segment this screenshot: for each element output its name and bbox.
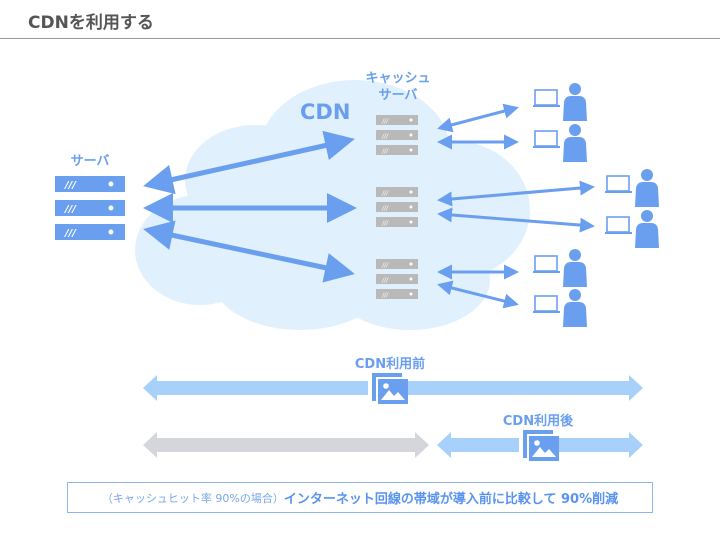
user-with-laptop xyxy=(533,83,587,121)
user-with-laptop xyxy=(605,210,659,248)
laptop-icon xyxy=(533,130,560,148)
svg-text:///: /// xyxy=(64,204,77,215)
cache-server-icon: /// /// /// xyxy=(376,187,418,227)
svg-text:///: /// xyxy=(381,220,389,227)
user-with-laptop xyxy=(533,289,587,327)
user-icon xyxy=(563,124,587,162)
laptop-icon xyxy=(533,255,560,273)
cache-user-arrow xyxy=(437,207,595,233)
image-icon xyxy=(519,426,559,461)
origin-server-label: サーバ xyxy=(70,154,110,169)
summary-note: （キャッシュヒット率 90%の場合） インターネット回線の帯域が導入前に比較して… xyxy=(67,482,653,513)
cache-user-arrow xyxy=(437,180,595,207)
origin-cache-arrow xyxy=(143,220,355,283)
svg-text:///: /// xyxy=(381,133,389,140)
reduced-bandwidth-bar xyxy=(143,432,429,458)
svg-text:///: /// xyxy=(381,292,389,299)
summary-note-result: インターネット回線の帯域が導入前に比較して 90%削減 xyxy=(283,492,619,507)
origin-cache-arrow xyxy=(143,130,355,195)
laptop-icon xyxy=(533,295,560,313)
svg-text:///: /// xyxy=(381,205,389,212)
summary-note-condition: （キャッシュヒット率 90%の場合） xyxy=(101,491,284,505)
svg-text:///: /// xyxy=(381,190,389,197)
user-with-laptop xyxy=(533,124,587,162)
user-icon xyxy=(563,83,587,121)
cdn-label: CDN xyxy=(300,100,351,124)
cache-user-arrow xyxy=(437,280,519,309)
cache-server-icon: /// /// /// xyxy=(376,259,418,299)
laptop-icon xyxy=(605,175,632,193)
cache-server-icon: /// /// /// xyxy=(376,115,418,155)
svg-text:///: /// xyxy=(64,180,77,191)
laptop-icon xyxy=(605,216,632,234)
origin-server-icon: /// /// /// xyxy=(55,176,125,240)
cache-server-label-line1: キャッシュ xyxy=(365,71,431,86)
svg-text:///: /// xyxy=(381,262,389,269)
cache-server-label-line2: サーバ xyxy=(378,88,418,103)
user-with-laptop xyxy=(605,169,659,207)
before-cdn-label: CDN利用前 xyxy=(354,357,426,372)
svg-text:///: /// xyxy=(381,118,389,125)
page-title: CDNを利用する xyxy=(28,13,154,33)
title-divider xyxy=(0,38,720,39)
user-icon xyxy=(563,249,587,287)
svg-text:///: /// xyxy=(381,277,389,284)
svg-text:///: /// xyxy=(64,228,77,239)
cache-server-label: キャッシュ サーバ xyxy=(348,70,448,104)
user-with-laptop xyxy=(533,249,587,287)
user-icon xyxy=(563,289,587,327)
after-cdn-label: CDN利用後 xyxy=(502,414,574,429)
image-icon xyxy=(368,369,408,404)
user-icon xyxy=(635,210,659,248)
user-icon xyxy=(635,169,659,207)
svg-text:///: /// xyxy=(381,148,389,155)
cache-user-arrow xyxy=(437,103,519,133)
laptop-icon xyxy=(533,89,560,107)
